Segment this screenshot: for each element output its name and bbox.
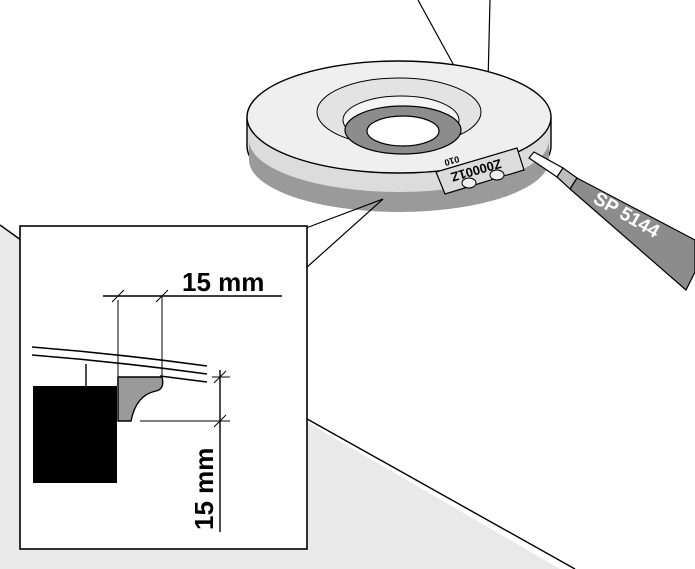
sealant-bead (117, 376, 164, 422)
cover-section-upper (31, 346, 208, 367)
sealant-tube: SP 5144 (528, 151, 695, 291)
nameplate: Z00001Z 010 (435, 147, 525, 195)
vertical-dimension-label: 15 mm (189, 448, 219, 530)
detail-box: 15 mm 15 mm (19, 225, 308, 550)
cover-section-lower (31, 354, 208, 375)
nameplate-small-text: 010 (443, 154, 460, 168)
vertical-dimension: 15 mm (140, 370, 230, 532)
cover-ring (246, 60, 552, 212)
post-section (33, 386, 117, 483)
horizontal-dimension-label: 15 mm (182, 267, 264, 297)
horizontal-dimension: 15 mm (103, 267, 282, 377)
detail-callout-leader (305, 198, 384, 269)
